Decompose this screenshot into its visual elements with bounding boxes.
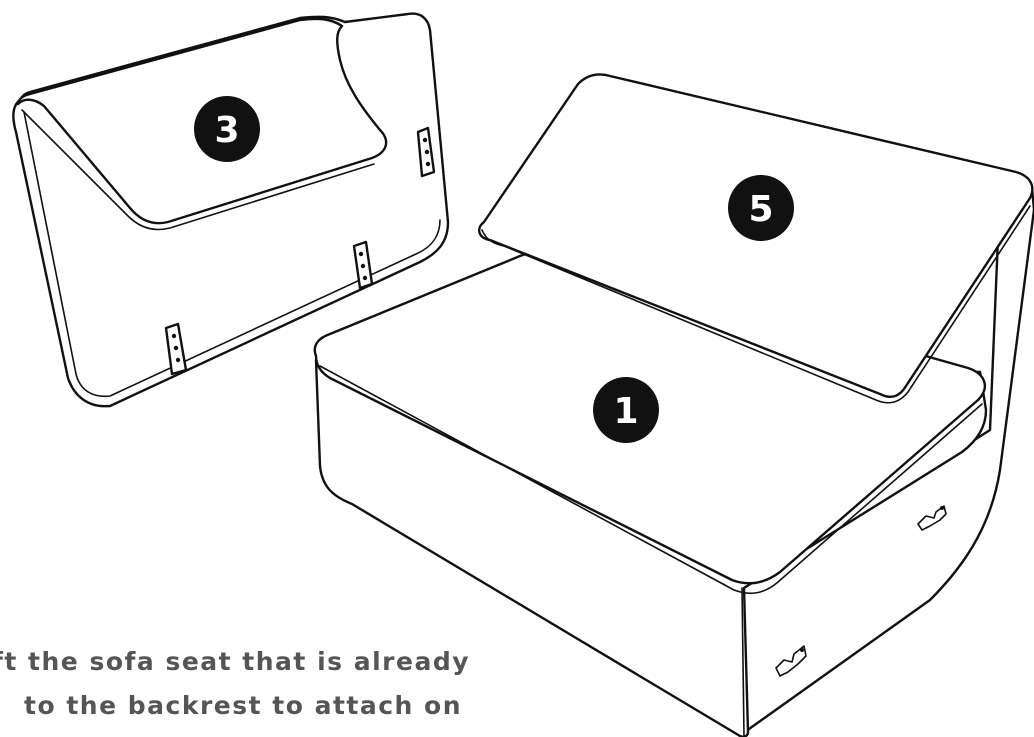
caption-line-2: to the backrest to attach on [24, 691, 463, 720]
badge-5: 5 [728, 175, 794, 241]
badge-3-label: 3 [214, 110, 239, 151]
instruction-caption: ft the sofa seat that is already to the … [0, 640, 552, 728]
seat-cushion-seam [319, 365, 983, 595]
seat-handle-front [775, 645, 807, 677]
bracket-middle [352, 240, 374, 290]
badge-3: 3 [194, 96, 260, 162]
backrest-panel: 3 [12, 12, 450, 408]
bracket-right-top [416, 126, 436, 178]
seat-handle-right [917, 505, 947, 531]
bracket-left [164, 322, 188, 376]
seat-base-edge [741, 587, 745, 737]
sofa-seat-unit: 5 1 [313, 73, 1034, 737]
backrest-top-pad-seam [21, 109, 375, 231]
caption-line-1: ft the sofa seat that is already [0, 647, 471, 676]
backrest-panel-rim [23, 111, 441, 398]
back-cushion-seam [481, 205, 1031, 404]
badge-1: 1 [593, 377, 659, 443]
badge-5-label: 5 [748, 189, 773, 230]
badge-1-label: 1 [613, 391, 638, 432]
